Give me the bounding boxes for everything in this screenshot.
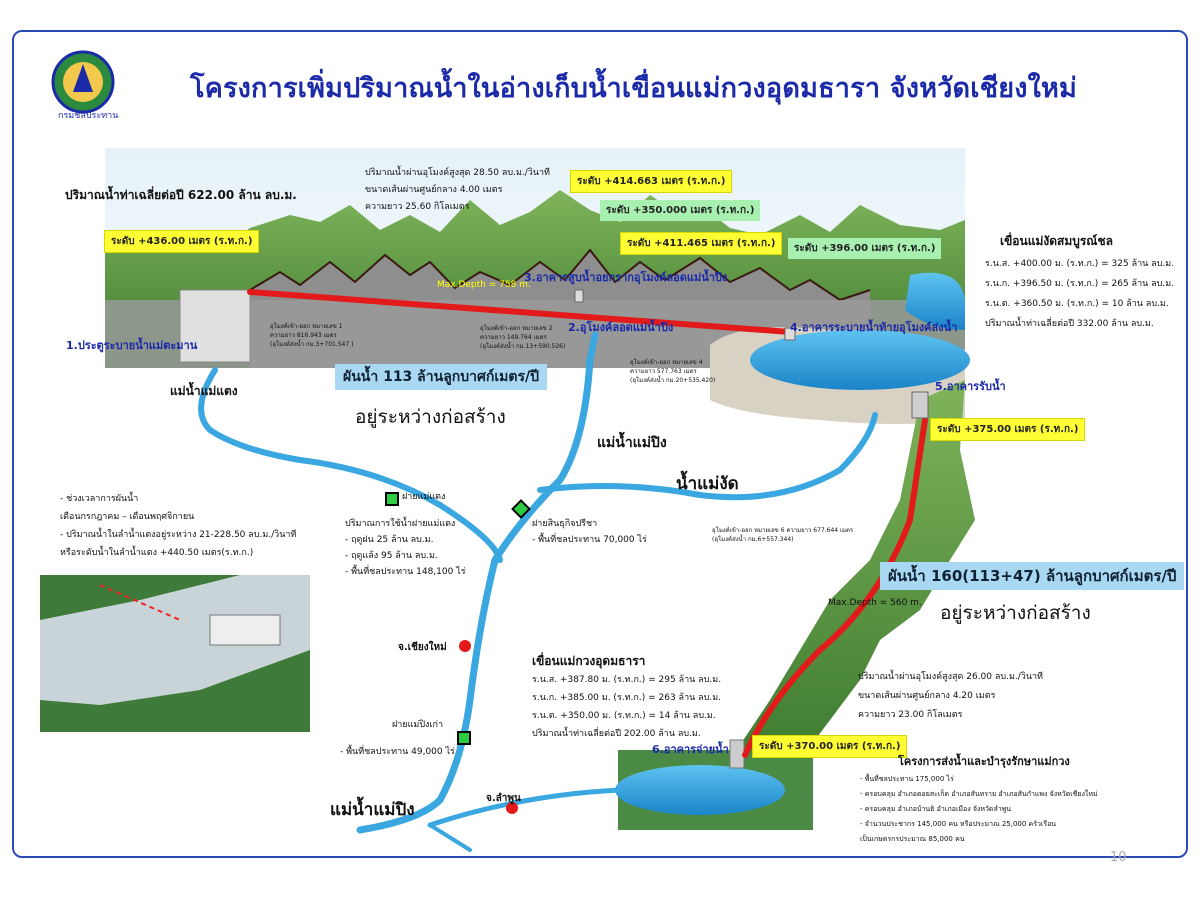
under-construction-2: อยู่ระหว่างก่อสร้าง bbox=[940, 602, 1091, 624]
weir-mae-taeng-info: ปริมาณการใช้น้ำฝายแม่แตง - ฤดูฝน 25 ล้าน… bbox=[345, 519, 466, 577]
adit-2-info: อุโมงค์เข้า-ออก หมายเลข 2 ความยาว 149.76… bbox=[480, 325, 566, 350]
annual-inflow: ปริมาณน้ำท่าเฉลี่ยต่อปี 622.00 ล้าน ลบ.ม… bbox=[65, 188, 297, 202]
adit-1-info: อุโมงค์เข้า-ออก หมายเลข 1 ความยาว 816.94… bbox=[270, 323, 354, 348]
city-lamphun: จ.ลำพูน bbox=[486, 793, 521, 804]
mae-ngat-dam-title: เขื่อนแม่งัดสมบูรณ์ชล bbox=[1000, 234, 1113, 248]
mae-ngat-dam-info: ร.น.ส. +400.00 ม. (ร.ท.ก.) = 325 ล้าน ลบ… bbox=[985, 259, 1175, 329]
structure-markers bbox=[385, 289, 929, 814]
level-375: ระดับ +375.00 เมตร (ร.ท.ก.) bbox=[930, 418, 1086, 441]
weir-old-ping-name: ฝายแม่ปิงเก่า bbox=[392, 720, 444, 730]
maintenance-title: โครงการส่งน้ำและบำรุงรักษาแม่กวง bbox=[898, 755, 1070, 768]
mae-kuang-dam-title: เขื่อนแม่กวงอุดมธารา bbox=[532, 654, 646, 668]
structure-4-label: 4.อาคารระบายน้ำท้ายอุโมงค์ส่งน้ำ bbox=[790, 321, 958, 334]
level-436: ระดับ +436.00 เมตร (ร.ท.ก.) bbox=[104, 230, 260, 253]
max-depth-1: Max.Depth = 758 m. bbox=[437, 280, 531, 290]
structure-1-label: 1.ประตูระบายน้ำแม่ตะมาน bbox=[66, 339, 198, 352]
weir-photo bbox=[40, 575, 310, 732]
diversion-period-info: - ช่วงเวลาการผันน้ำ เดือนกรกฎาคม – เดือน… bbox=[60, 494, 297, 558]
river-mae-ping-lower: แม่น้ำแม่ปิง bbox=[330, 800, 415, 820]
level-411: ระดับ +411.465 เมตร (ร.ท.ก.) bbox=[620, 232, 783, 255]
level-414: ระดับ +414.663 เมตร (ร.ท.ก.) bbox=[570, 170, 733, 193]
river-mae-ngat: น้ำแม่งัด bbox=[676, 474, 739, 494]
structure-3-label: 3.อาคารสูบน้ำอยกรากอุโมงค์ลอดแม่น้ำปิง bbox=[524, 271, 728, 284]
adit-4-info: อุโมงค์เข้า-ออก หมายเลข 4 ความยาว 577.76… bbox=[630, 359, 716, 384]
river-mae-taeng: แม่น้ำแม่แตง bbox=[170, 384, 238, 398]
weir-sinthu-info: - พื้นที่ชลประทาน 70,000 ไร่ bbox=[532, 535, 647, 545]
weir-mae-taeng-name: ฝายแม่แตง bbox=[402, 492, 446, 502]
page-number: 10 bbox=[1110, 850, 1127, 865]
under-construction-1: อยู่ระหว่างก่อสร้าง bbox=[355, 406, 506, 428]
mae-kuang-dam-info: ร.น.ส. +387.80 ม. (ร.ท.ก.) = 295 ล้าน ลบ… bbox=[532, 675, 722, 739]
level-350: ระดับ +350.000 เมตร (ร.ท.ก.) bbox=[600, 200, 761, 221]
structure-5-label: 5.อาคารรับน้ำ bbox=[935, 380, 1006, 393]
max-depth-2: Max.Depth = 560 m. bbox=[828, 598, 922, 608]
rivers bbox=[198, 331, 878, 852]
adit-6-info: อุโมงค์เข้า-ออก หมายเลข 6 ความยาว 677.64… bbox=[712, 527, 854, 543]
weir-old-ping-info: - พื้นที่ชลประทาน 49,000 ไร่ bbox=[340, 747, 455, 757]
page-title: โครงการเพิ่มปริมาณน้ำในอ่างเก็บน้ำเขื่อน… bbox=[190, 73, 1078, 104]
structure-6-label: 6.อาคารจ่ายน้ำ bbox=[652, 743, 729, 756]
tunnel1-spec: ปริมาณน้ำผ่านอุโมงค์สูงสุด 28.50 ลบ.ม./ว… bbox=[365, 168, 550, 212]
weir-sinthu-name: ฝายสินธุกิจปรีชา bbox=[532, 519, 598, 529]
rid-logo bbox=[51, 50, 115, 114]
maintenance-info: - พื้นที่ชลประทาน 175,000 ไร่ - ครอบคลุม… bbox=[860, 775, 1098, 843]
logo-caption: กรมชลประทาน bbox=[58, 111, 119, 121]
flow-113-label: ผันน้ำ 113 ล้านลูกบาศก์เมตร/ปี bbox=[335, 364, 547, 390]
level-396: ระดับ +396.00 เมตร (ร.ท.ก.) bbox=[788, 238, 942, 259]
structure-2-label: 2.อุโมงค์ลอดแม่น้ำปิง bbox=[568, 321, 674, 334]
river-mae-ping-upper: แม่น้ำแม่ปิง bbox=[597, 435, 667, 451]
tunnel2-spec: ปริมาณน้ำผ่านอุโมงค์สูงสุด 26.00 ลบ.ม./ว… bbox=[858, 672, 1043, 720]
mae-kuang-dam-photo bbox=[615, 739, 813, 830]
level-370: ระดับ +370.00 เมตร (ร.ท.ก.) bbox=[752, 735, 908, 758]
flow-160-label: ผันน้ำ 160(113+47) ล้านลูกบาศก์เมตร/ปี bbox=[880, 562, 1185, 590]
mae-ngat-reservoir-image bbox=[710, 327, 970, 424]
city-chiang-mai: จ.เชียงใหม่ bbox=[398, 642, 447, 653]
diversion-tunnels bbox=[247, 289, 928, 758]
